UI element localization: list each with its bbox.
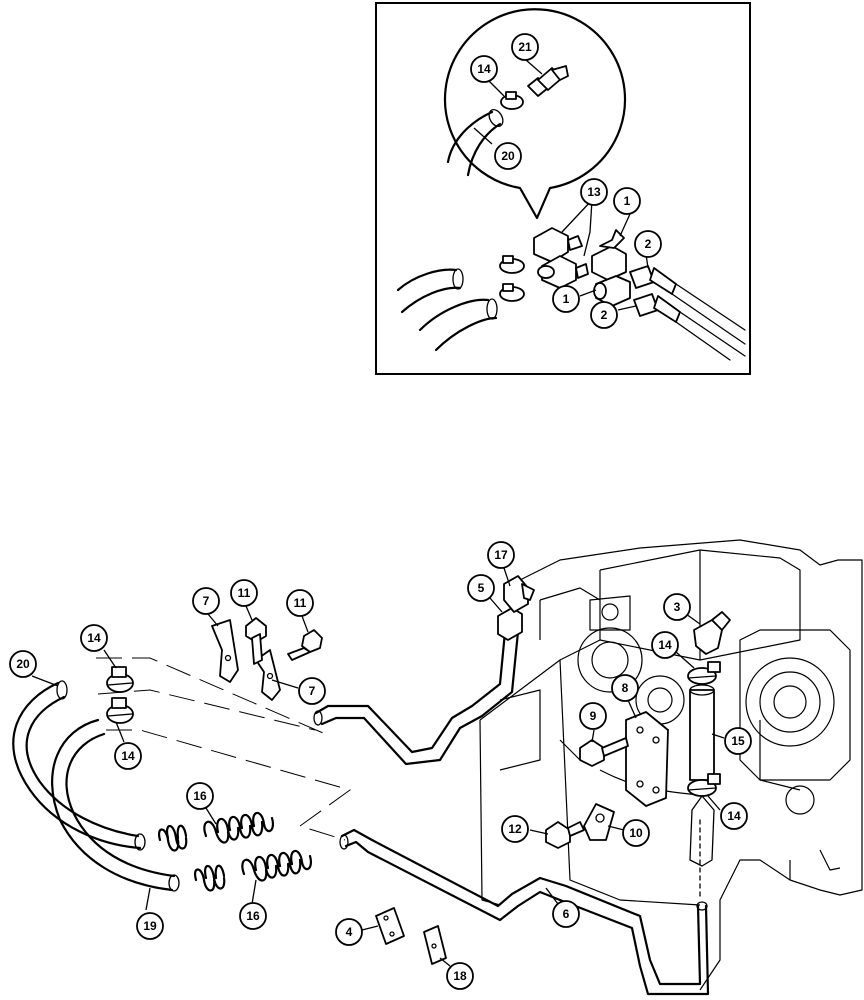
svg-text:7: 7 — [309, 684, 316, 698]
bolt-12[interactable] — [545, 821, 585, 849]
svg-text:3: 3 — [674, 600, 681, 614]
leader-lines — [31, 59, 725, 967]
callout-12: 12 — [501, 815, 529, 843]
svg-text:15: 15 — [731, 734, 745, 748]
callout-inset-20: 20 — [494, 142, 522, 170]
svg-text:14: 14 — [121, 749, 135, 763]
spring-16-top[interactable] — [158, 811, 274, 852]
svg-text:8: 8 — [622, 681, 629, 695]
callout-18: 18 — [446, 962, 474, 990]
clamp-14-right-top[interactable] — [687, 661, 721, 685]
callout-3: 3 — [663, 593, 691, 621]
tube-6 — [340, 828, 710, 996]
plate-8[interactable] — [625, 711, 669, 807]
callout-11-left: 11 — [230, 579, 258, 607]
callout-14-right-bottom: 14 — [720, 802, 748, 830]
callout-inset-1-top: 1 — [613, 187, 641, 215]
svg-text:11: 11 — [238, 586, 251, 600]
clamp-14-left-top[interactable] — [106, 666, 134, 693]
svg-text:17: 17 — [494, 548, 508, 562]
callout-9: 9 — [579, 702, 607, 730]
inset-detail — [375, 2, 751, 375]
svg-text:11: 11 — [294, 596, 307, 610]
callout-inset-21: 21 — [511, 33, 539, 61]
inset-hoses — [396, 268, 498, 352]
callout-14-right-top: 14 — [651, 631, 679, 659]
svg-text:16: 16 — [246, 909, 260, 923]
inset-hose-20 — [446, 110, 502, 177]
callout-inset-1-bottom: 1 — [552, 285, 580, 313]
plate-18[interactable] — [423, 925, 447, 965]
inset-valves — [591, 229, 631, 307]
svg-text:16: 16 — [193, 789, 207, 803]
callout-20: 20 — [9, 650, 37, 678]
bolt-11-right[interactable] — [287, 629, 323, 661]
svg-text:20: 20 — [16, 657, 30, 671]
svg-text:18: 18 — [453, 969, 467, 983]
callout-6: 6 — [552, 900, 580, 928]
svg-text:12: 12 — [508, 822, 522, 836]
svg-text:9: 9 — [590, 709, 597, 723]
inset-clamps — [499, 255, 525, 302]
plate-4[interactable] — [375, 907, 405, 945]
svg-text:20: 20 — [501, 149, 515, 163]
bracket-7-top[interactable] — [211, 619, 239, 683]
hose-20 — [12, 681, 142, 850]
callout-10: 10 — [622, 819, 650, 847]
callout-14-left-top: 14 — [80, 624, 108, 652]
callout-4: 4 — [335, 918, 363, 946]
svg-text:5: 5 — [478, 581, 485, 595]
svg-text:14: 14 — [658, 638, 672, 652]
guide-lines — [96, 657, 701, 901]
callout-7-bottom: 7 — [298, 677, 326, 705]
svg-text:2: 2 — [601, 308, 608, 322]
callout-15: 15 — [724, 727, 752, 755]
callout-7-top: 7 — [192, 587, 220, 615]
svg-text:1: 1 — [624, 194, 631, 208]
svg-text:2: 2 — [645, 237, 652, 251]
svg-text:7: 7 — [203, 594, 210, 608]
elbow-3[interactable] — [693, 611, 731, 655]
magnifier-circle — [443, 8, 627, 220]
callout-5: 5 — [467, 574, 495, 602]
callout-11-right: 11 — [286, 589, 314, 617]
callout-14-left-bottom: 14 — [114, 742, 142, 770]
callout-19: 19 — [136, 912, 164, 940]
callout-inset-14: 14 — [470, 55, 498, 83]
inset-tee-fittings — [533, 227, 589, 289]
svg-text:10: 10 — [629, 826, 643, 840]
inset-clamp — [500, 91, 524, 110]
svg-text:14: 14 — [87, 631, 101, 645]
callout-inset-2-top: 2 — [634, 230, 662, 258]
svg-text:14: 14 — [477, 62, 491, 76]
svg-text:13: 13 — [587, 185, 601, 199]
callout-16-bottom: 16 — [239, 902, 267, 930]
svg-text:21: 21 — [518, 40, 532, 54]
spring-16-bottom[interactable] — [194, 849, 312, 892]
svg-text:4: 4 — [346, 925, 353, 939]
callout-16-top: 16 — [186, 782, 214, 810]
callout-inset-2-bottom: 2 — [590, 301, 618, 329]
callout-inset-13: 13 — [580, 178, 608, 206]
svg-text:19: 19 — [143, 919, 157, 933]
clamp-14-left-bottom[interactable] — [106, 697, 134, 724]
callout-17: 17 — [487, 541, 515, 569]
bolt-9[interactable] — [579, 737, 629, 767]
tube-5 — [314, 630, 520, 766]
svg-text:6: 6 — [563, 907, 570, 921]
bolt-11-left[interactable] — [245, 617, 267, 665]
hose-19 — [51, 718, 176, 892]
inset-tubes — [671, 283, 746, 361]
callout-8: 8 — [611, 674, 639, 702]
hose-15[interactable] — [689, 689, 715, 781]
svg-text:14: 14 — [727, 809, 741, 823]
svg-text:1: 1 — [563, 292, 570, 306]
inset-fitting — [527, 65, 569, 97]
engine-block — [479, 539, 863, 991]
